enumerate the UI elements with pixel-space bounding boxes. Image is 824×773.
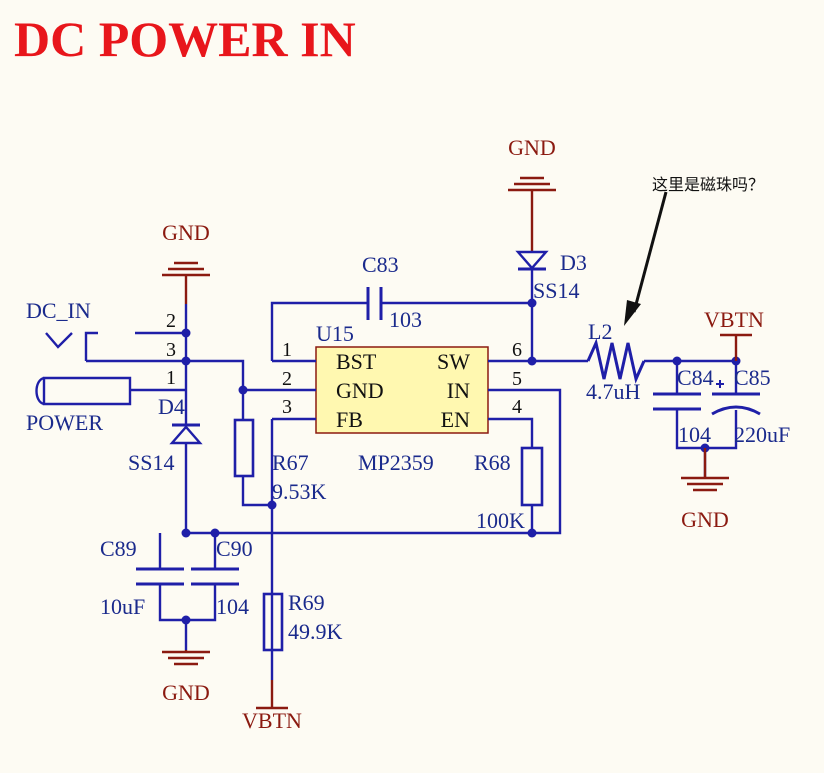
- c90-ref: C90: [216, 536, 253, 561]
- c84-capacitor-symbol[interactable]: [653, 392, 701, 411]
- dc-jack-symbol[interactable]: [35, 331, 132, 406]
- gnd-label-d3: GND: [508, 135, 556, 160]
- pin-6-number: 6: [512, 339, 522, 361]
- connector-pin-3: 3: [166, 339, 176, 361]
- vbtn-symbol-bottom: [256, 680, 288, 710]
- c83-value: 103: [389, 307, 422, 332]
- d4-ref: D4: [158, 394, 185, 419]
- r69-value: 49.9K: [288, 619, 343, 644]
- r67-value: 9.53K: [272, 479, 327, 504]
- pin-3-number: 3: [282, 396, 292, 418]
- gnd-symbol-connector: [162, 261, 210, 304]
- ic-ref: U15: [316, 321, 354, 346]
- d3-value: SS14: [533, 278, 579, 303]
- junction-dots: [181, 298, 741, 625]
- l2-ref: L2: [588, 319, 612, 344]
- annotation-arrow: [624, 191, 668, 326]
- c85-value: 220uF: [734, 422, 790, 447]
- vbtn-label-top: VBTN: [704, 307, 764, 332]
- c84-value: 104: [678, 422, 711, 447]
- pin-1-number: 1: [282, 339, 292, 361]
- c89-ref: C89: [100, 536, 137, 561]
- pin-in-label: IN: [447, 378, 470, 403]
- r69-resistor-symbol[interactable]: [262, 592, 284, 652]
- pin-4-number: 4: [512, 396, 522, 418]
- gnd-symbol-right: [681, 448, 729, 492]
- connector-pin-2: 2: [166, 310, 176, 332]
- r68-value: 100K: [476, 508, 525, 533]
- c84-ref: C84: [677, 365, 714, 390]
- c85-ref: C85: [734, 365, 771, 390]
- pin-gnd-label: GND: [336, 378, 384, 403]
- pin-en-label: EN: [441, 407, 470, 432]
- c85-capacitor-symbol[interactable]: [711, 380, 761, 416]
- power-connector-name: POWER: [26, 410, 103, 435]
- page-title: DC POWER IN: [14, 11, 356, 67]
- pin-bst-label: BST: [336, 349, 377, 374]
- pin-sw-label: SW: [437, 349, 470, 374]
- c90-capacitor-symbol[interactable]: [191, 567, 239, 586]
- vbtn-label-bottom: VBTN: [242, 708, 302, 733]
- connector-pin-1: 1: [166, 367, 176, 389]
- gnd-symbol-d3: [508, 176, 556, 192]
- r68-resistor-symbol[interactable]: [520, 446, 544, 507]
- gnd-symbol-bottom: [162, 650, 210, 666]
- l2-inductor-symbol[interactable]: [586, 338, 646, 384]
- r68-ref: R68: [474, 450, 511, 475]
- d3-ref: D3: [560, 250, 587, 275]
- c90-value: 104: [216, 594, 249, 619]
- vbtn-symbol-top: [720, 333, 752, 361]
- c83-capacitor-symbol[interactable]: [366, 287, 383, 320]
- d4-diode-symbol[interactable]: [169, 423, 203, 445]
- r67-ref: R67: [272, 450, 309, 475]
- pin-5-number: 5: [512, 368, 522, 390]
- c89-value: 10uF: [100, 594, 145, 619]
- dc-in-net-label: DC_IN: [26, 298, 91, 323]
- mp2359-ic-body[interactable]: [315, 346, 489, 434]
- wire-network: [86, 270, 738, 680]
- r69-ref: R69: [288, 590, 325, 615]
- gnd-label-right: GND: [681, 507, 729, 532]
- d3-diode-symbol[interactable]: [515, 190, 549, 271]
- pin-fb-label: FB: [336, 407, 363, 432]
- r67-resistor-symbol[interactable]: [233, 418, 255, 478]
- pin-2-number: 2: [282, 368, 292, 390]
- annotation-note: 这里是磁珠吗？: [652, 175, 764, 194]
- gnd-label-bottom: GND: [162, 680, 210, 705]
- d4-value: SS14: [128, 450, 174, 475]
- c83-ref: C83: [362, 252, 399, 277]
- ic-part: MP2359: [358, 450, 434, 475]
- l2-value: 4.7uH: [586, 379, 641, 404]
- c89-capacitor-symbol[interactable]: [136, 567, 184, 586]
- gnd-label-connector: GND: [162, 220, 210, 245]
